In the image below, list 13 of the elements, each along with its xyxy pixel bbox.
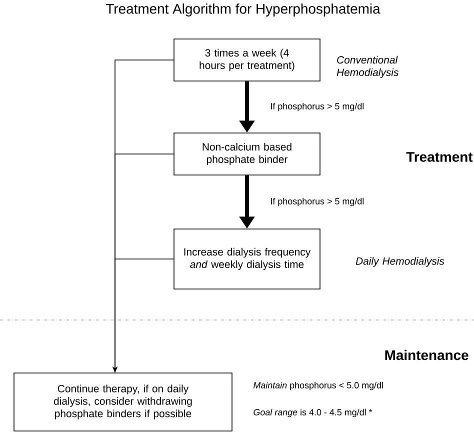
edge-label: If phosphorus > 5 mg/dl — [269, 196, 366, 208]
process-box: Increase dialysis frequency and weekly dialysis time — [174, 228, 320, 290]
note: Maintain phosphorus < 5.0 mg/dl — [253, 382, 383, 390]
process-box: Non-calcium based phosphate binder — [174, 132, 320, 176]
title: Treatment Algorithm for Hyperphosphatemia — [106, 4, 380, 16]
side-note: Daily Hemodialysis — [356, 257, 444, 267]
note: Goal range is 4.0 - 4.5 mg/dl * — [254, 408, 372, 418]
section-heading: Maintenance — [385, 350, 468, 360]
edge-label: If phosphorus > 5 mg/dl — [269, 102, 366, 112]
process-box: 3 times a week (4 hours per treatment) — [174, 38, 320, 82]
section-heading: Treatment — [406, 152, 473, 162]
process-box: Continue therapy, if on daily dialysis, consider withdrawing phosphate binders if possible — [14, 372, 232, 432]
side-note: Conventional Hemodialysis — [336, 56, 398, 78]
